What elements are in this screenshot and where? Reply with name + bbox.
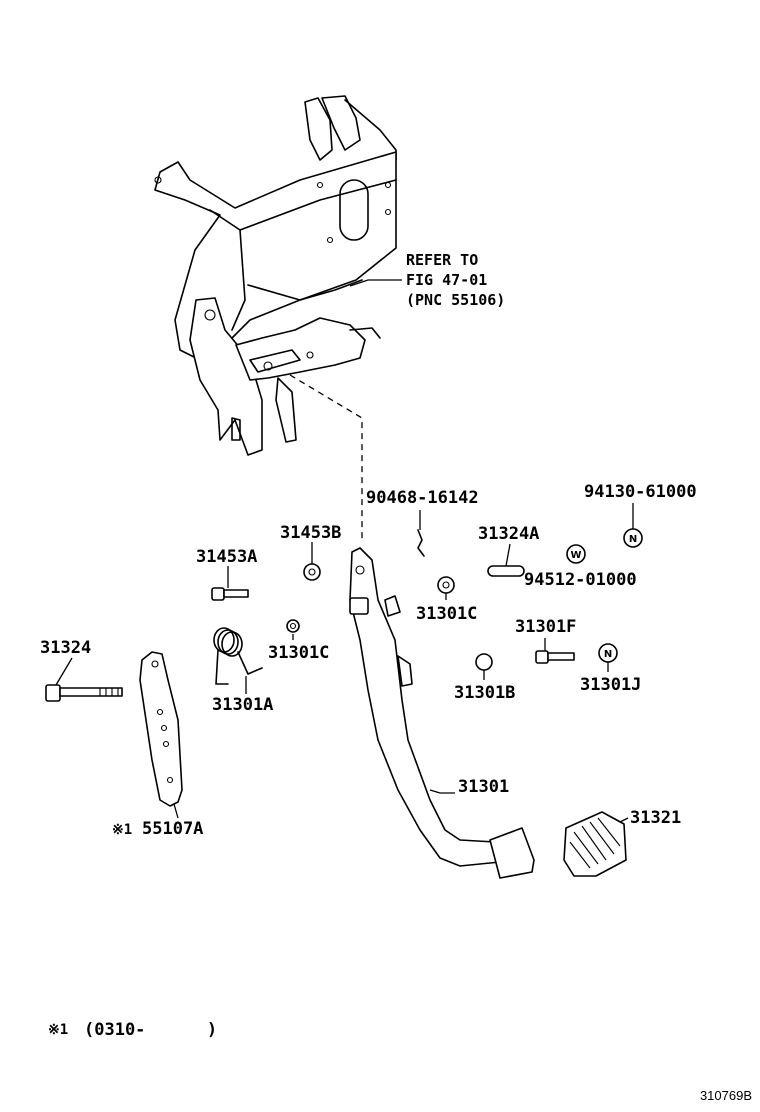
- refer-to-note: REFER TO FIG 47-01 (PNC 55106): [349, 251, 505, 309]
- refer-to-line3: (PNC 55106): [406, 291, 505, 309]
- label-94512-01000: 94512-01000: [524, 570, 637, 590]
- nut-marker-31301j: N: [598, 643, 618, 663]
- bushing-31453b-illustration: [303, 563, 321, 581]
- label-31301b: 31301B: [454, 683, 515, 703]
- diagram-code: 310769B: [700, 1088, 752, 1103]
- pedal-pad-illustration: [563, 811, 627, 877]
- label-31301c-right: 31301C: [416, 604, 477, 624]
- label-55107a-note-marker: ※1: [112, 822, 132, 838]
- washer-marker-94512: W: [566, 544, 586, 564]
- label-31324a: 31324A: [478, 524, 539, 544]
- pedal-bracket-illustration: [154, 95, 397, 540]
- leader-lines: [55, 503, 634, 823]
- label-31453a: 31453A: [196, 547, 257, 567]
- bolt-31453a-illustration: [211, 587, 249, 601]
- label-31324: 31324: [40, 638, 91, 658]
- footnote-text: (0310- ): [84, 1020, 217, 1040]
- label-31301f: 31301F: [515, 617, 576, 637]
- bolt-31324-illustration: [45, 684, 123, 702]
- bushing-31301c-right-illustration: [437, 576, 455, 594]
- clip-90468-illustration: [417, 529, 425, 557]
- label-31301c-left: 31301C: [268, 643, 329, 663]
- part-labels: 90468-16142 94130-61000 31453B 31324A 31…: [40, 482, 697, 839]
- brace-plate-illustration: [139, 651, 183, 807]
- refer-to-line2: FIG 47-01: [406, 271, 487, 289]
- bolt-31301f-illustration: [535, 650, 575, 664]
- washer-marker-94512-label: W: [570, 550, 581, 561]
- nut-marker-94130: N: [623, 528, 643, 548]
- clutch-pedal-illustration: [349, 547, 535, 879]
- nut-marker-31301j-label: N: [604, 649, 612, 660]
- label-31301: 31301: [458, 777, 509, 797]
- bushing-31301c-left-illustration: [286, 619, 300, 633]
- spring-31301a-illustration: [213, 627, 263, 685]
- footnote-marker: ※1: [48, 1022, 68, 1038]
- refer-to-line1: REFER TO: [406, 251, 478, 269]
- label-94130-61000: 94130-61000: [584, 482, 697, 502]
- label-55107a: 55107A: [142, 819, 203, 839]
- nut-marker-94130-label: N: [629, 534, 637, 545]
- label-90468-16142: 90468-16142: [366, 488, 479, 508]
- cushion-31301b-illustration: [475, 653, 493, 671]
- footnote: ※1 (0310- ): [48, 1020, 217, 1040]
- pin-31324a-illustration: [487, 565, 525, 577]
- label-31301j: 31301J: [580, 675, 641, 695]
- label-31321: 31321: [630, 808, 681, 828]
- label-31453b: 31453B: [280, 523, 341, 543]
- label-31301a: 31301A: [212, 695, 273, 715]
